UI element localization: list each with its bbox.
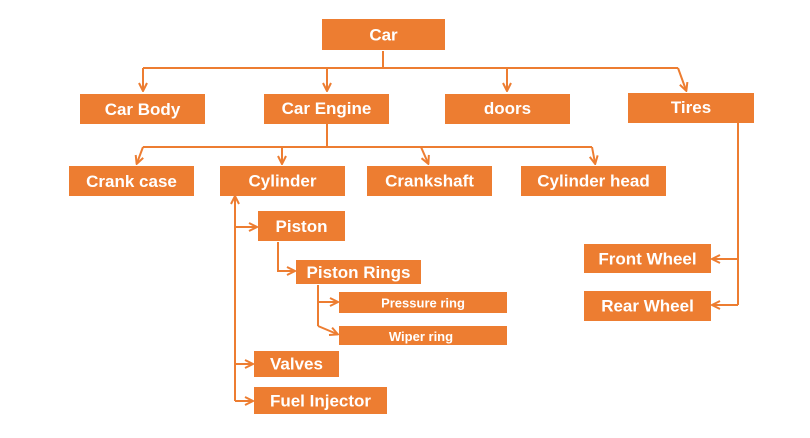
node-car-body: Car Body — [80, 94, 205, 124]
node-doors-label: doors — [484, 99, 531, 118]
node-crank-case-label: Crank case — [86, 172, 177, 191]
node-rear-wheel: Rear Wheel — [584, 291, 711, 321]
node-car: Car — [322, 19, 445, 50]
node-wiper-ring-label: Wiper ring — [389, 329, 453, 344]
node-car-label: Car — [369, 26, 398, 45]
node-car-body-label: Car Body — [105, 100, 181, 119]
connector-engine-to-crankshaft — [420, 146, 428, 163]
connector-engine-to-cylinder-head — [592, 146, 595, 163]
node-pressure-ring-label: Pressure ring — [381, 296, 465, 311]
node-cylinder-label: Cylinder — [248, 172, 316, 191]
node-front-wheel: Front Wheel — [584, 244, 711, 273]
node-crankshaft: Crankshaft — [367, 166, 492, 196]
node-cylinder-head: Cylinder head — [521, 166, 666, 196]
connector-engine-to-crank-case — [137, 146, 592, 163]
node-piston-rings: Piston Rings — [296, 260, 421, 284]
node-tires-label: Tires — [671, 98, 711, 117]
node-piston: Piston — [258, 211, 345, 241]
node-fuel-injector: Fuel Injector — [254, 387, 387, 414]
node-crankshaft-label: Crankshaft — [385, 172, 474, 191]
node-car-engine-label: Car Engine — [282, 99, 372, 118]
connector-car-to-tires — [677, 67, 686, 90]
node-piston-rings-label: Piston Rings — [307, 263, 411, 282]
node-cylinder: Cylinder — [220, 166, 345, 196]
connector-piston-rings-to-wiper-ring — [317, 325, 337, 334]
node-crank-case: Crank case — [69, 166, 194, 196]
node-pressure-ring: Pressure ring — [339, 292, 507, 313]
node-wiper-ring: Wiper ring — [339, 326, 507, 345]
node-valves-label: Valves — [270, 355, 323, 374]
node-front-wheel-label: Front Wheel — [598, 250, 696, 269]
node-rear-wheel-label: Rear Wheel — [601, 297, 694, 316]
node-piston-label: Piston — [276, 217, 328, 236]
node-car-engine: Car Engine — [264, 94, 389, 124]
connectors — [137, 51, 739, 401]
node-doors: doors — [445, 94, 570, 124]
node-cylinder-head-label: Cylinder head — [537, 172, 649, 191]
connector-piston-to-piston-rings — [277, 242, 294, 271]
node-valves: Valves — [254, 351, 339, 377]
node-fuel-injector-label: Fuel Injector — [270, 392, 371, 411]
connector-car-to-car-body — [143, 67, 678, 90]
node-tires: Tires — [628, 93, 754, 123]
